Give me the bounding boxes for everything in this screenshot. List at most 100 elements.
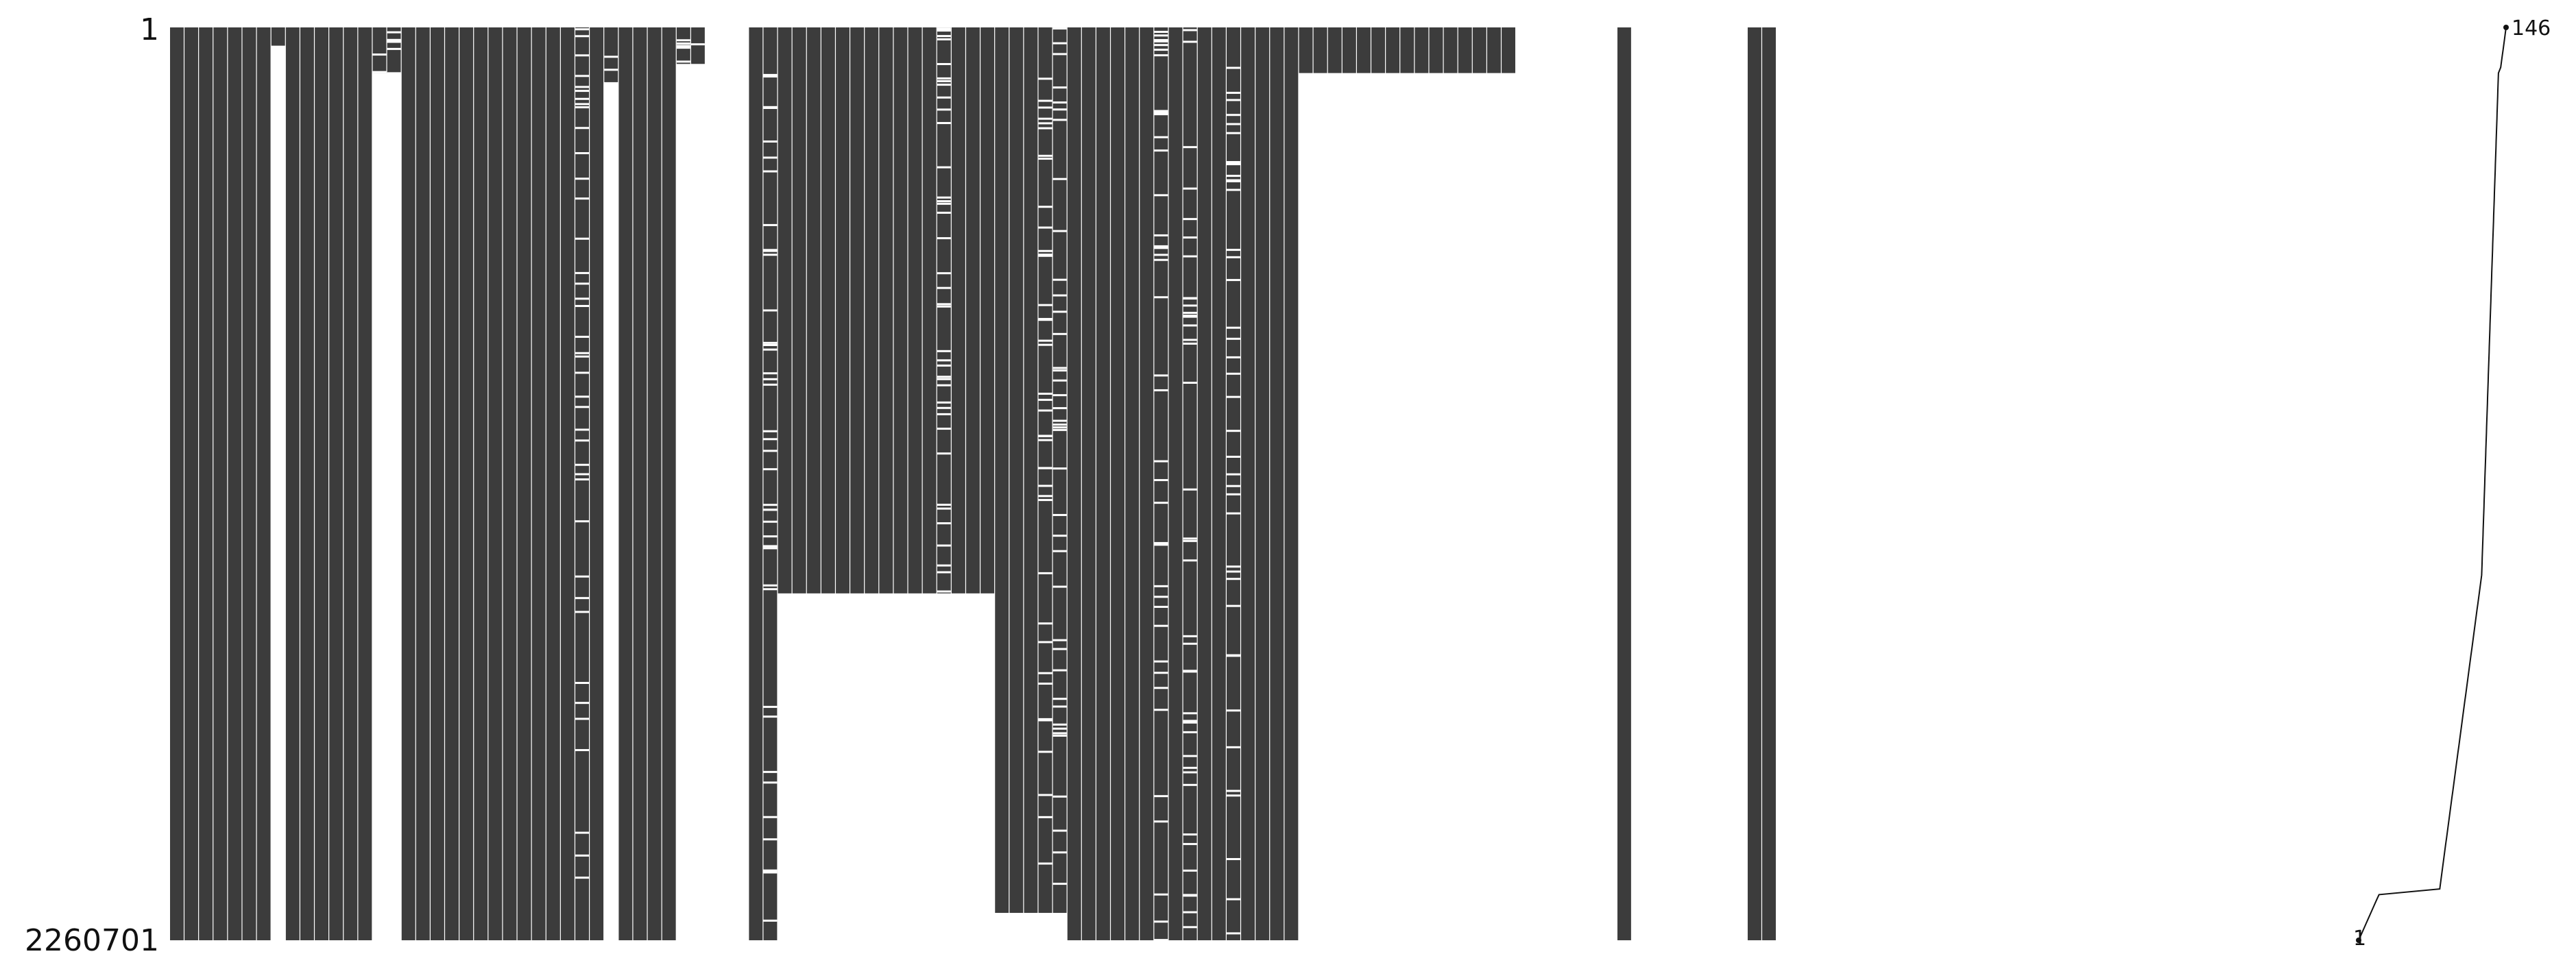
matrix-column-29 — [575, 27, 589, 940]
missing-gap — [1154, 920, 1168, 923]
missing-gap — [1038, 719, 1052, 722]
missing-gap — [575, 395, 589, 398]
missing-gap — [763, 106, 778, 108]
missing-gap — [372, 487, 387, 489]
missing-gap — [937, 401, 951, 404]
missing-gap — [1052, 734, 1067, 737]
missing-gap — [676, 155, 690, 158]
missing-gap — [763, 438, 778, 441]
missing-gap — [1183, 771, 1197, 774]
missing-gap — [575, 575, 589, 578]
matrix-column-47 — [836, 27, 850, 593]
missing-gap — [1154, 672, 1168, 674]
missing-gap — [690, 114, 705, 117]
missing-gap — [387, 505, 401, 508]
missing-gap — [1038, 439, 1052, 441]
missing-gap — [763, 509, 778, 511]
missing-gap — [763, 343, 778, 346]
missing-gap — [1154, 149, 1168, 152]
matrix-column-43 — [778, 27, 792, 593]
missing-gap — [763, 75, 778, 78]
missing-gap — [575, 406, 589, 408]
missing-gap — [676, 84, 690, 87]
matrix-column-5 — [228, 27, 242, 940]
missing-gap — [1052, 230, 1067, 232]
missing-gap — [690, 531, 705, 534]
matrix-column-74 — [1227, 27, 1240, 940]
missing-gap — [1154, 596, 1168, 598]
matrix-column-49 — [865, 27, 879, 593]
missing-gap — [676, 208, 690, 211]
missing-gap — [1154, 479, 1168, 482]
missing-gap — [372, 384, 387, 387]
missing-gap — [1227, 570, 1240, 573]
missing-gap — [604, 519, 618, 522]
missing-gap — [1038, 398, 1052, 401]
missing-gap — [676, 306, 690, 309]
sparkline-line — [2358, 27, 2507, 941]
missing-gap — [676, 136, 690, 139]
missing-gap — [1038, 641, 1052, 644]
missing-gap — [271, 183, 285, 186]
missing-gap — [676, 247, 690, 250]
missing-gap — [1183, 712, 1197, 715]
missing-gap — [1154, 660, 1168, 663]
missing-gap — [1038, 499, 1052, 502]
missing-gap — [1038, 750, 1052, 753]
missing-gap — [1038, 434, 1052, 437]
missing-gap — [690, 43, 705, 46]
missing-gap — [1154, 939, 1168, 942]
missing-gap — [604, 384, 618, 387]
missing-gap — [1052, 42, 1067, 45]
missing-gap — [1038, 117, 1052, 120]
missing-gap — [1227, 249, 1240, 252]
missing-gap — [575, 439, 589, 442]
missing-gap — [271, 252, 285, 255]
missing-gap — [763, 348, 778, 351]
missing-gap — [690, 415, 705, 418]
missing-gap — [937, 378, 951, 380]
missing-gap — [1227, 395, 1240, 398]
missing-gap — [937, 122, 951, 125]
missing-gap — [271, 156, 285, 158]
matrix-column-10 — [300, 27, 314, 940]
missing-gap — [1038, 572, 1052, 574]
missing-gap — [937, 376, 951, 378]
missing-gap — [1052, 467, 1067, 470]
missing-gap — [387, 172, 401, 175]
missing-gap — [676, 241, 690, 243]
missing-gap — [1038, 106, 1052, 109]
matrix-column-37 — [690, 27, 705, 64]
matrix-gaps — [271, 27, 1240, 942]
missing-gap — [1052, 379, 1067, 382]
matrix-column-52 — [908, 27, 922, 593]
missing-gap — [763, 468, 778, 471]
missing-gap — [1154, 502, 1168, 504]
missing-gap — [1038, 317, 1052, 320]
missing-gap — [763, 715, 778, 718]
missing-gap — [604, 268, 618, 271]
missing-gap — [604, 326, 618, 328]
matrix-column-31 — [604, 27, 618, 82]
missing-gap — [372, 299, 387, 302]
missing-gap — [575, 197, 589, 200]
missing-gap — [690, 143, 705, 145]
missing-gap — [1052, 513, 1067, 516]
missing-gap — [1038, 409, 1052, 412]
missing-gap — [604, 422, 618, 425]
missing-gap — [690, 467, 705, 469]
missing-gap — [1038, 158, 1052, 160]
missing-gap — [1038, 343, 1052, 346]
matrix-column-24 — [503, 27, 517, 940]
matrix-column-81 — [1327, 27, 1342, 73]
missing-gap — [676, 249, 690, 252]
missing-gap — [1227, 114, 1240, 117]
missing-gap — [387, 38, 401, 41]
missing-gap — [372, 205, 387, 208]
missing-gap — [1052, 407, 1067, 410]
missing-gap — [387, 284, 401, 286]
missing-gap — [937, 166, 951, 169]
missing-gap — [676, 433, 690, 436]
missing-gap — [387, 409, 401, 412]
missing-gap — [1052, 424, 1067, 426]
